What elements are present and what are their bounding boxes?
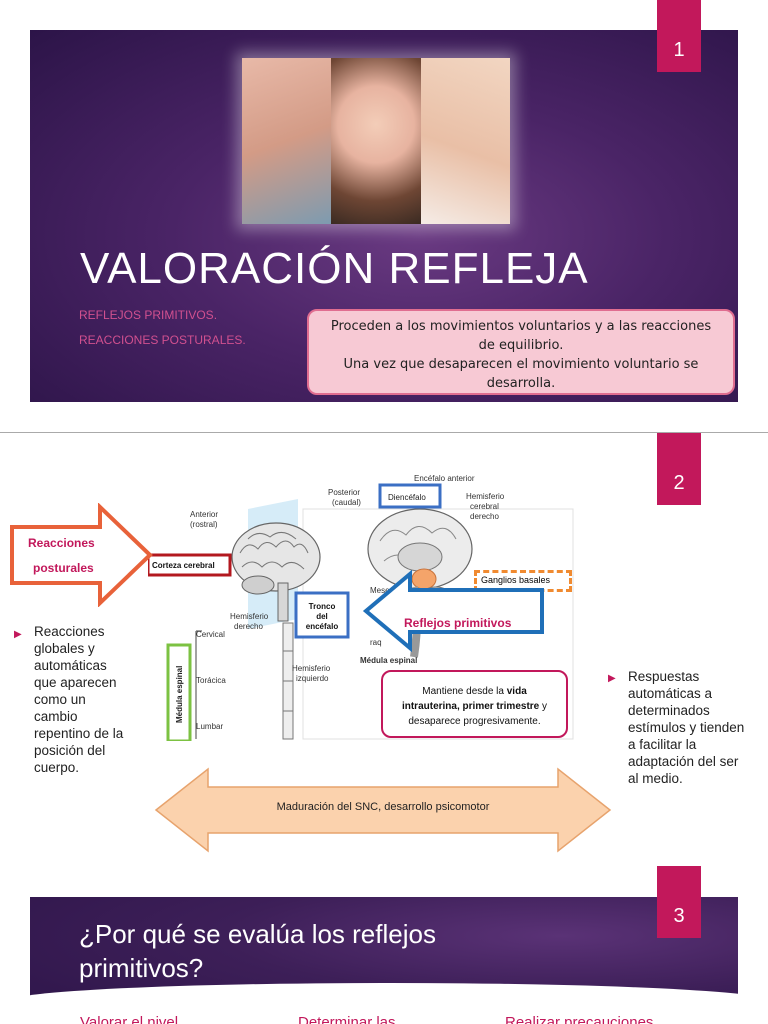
bullet-right-icon: ▶ [608,673,616,684]
label-toracica: Torácica [196,676,226,685]
page-number-3: 3 [657,866,701,938]
label-medula-espinal: Médula espinal [360,656,417,665]
photo-panel-hand-grasp [420,58,510,224]
photo-panel-baby-face [331,58,421,224]
mantiene-vida: vida [506,686,527,697]
label-rostral: (rostral) [190,520,218,529]
tronco-label-1: Tronco [309,602,336,611]
left-line: globales y [34,641,95,656]
left-line: automáticas [34,658,107,673]
slide-3: ¿Por qué se evalúa los reflejos primitiv… [30,897,738,1024]
tronco-label-3: encéfalo [306,622,339,631]
label-hemisferio-izq: Hemisferio [292,664,331,673]
subtitle-reacciones: REACCIONES POSTURALES. [79,333,246,347]
arrow-label-posturales: posturales [33,561,94,575]
brain-left [231,522,321,622]
slide-3-wave [30,983,738,1024]
right-line: determinados [628,703,710,718]
label-izquierdo: izquierdo [296,674,329,683]
label-hemisferio: Hemisferio [466,492,505,501]
mantiene-box: Mantiene desde la vida intrauterina, pri… [381,670,568,738]
label-encefalo-anterior: Encéfalo anterior [414,474,475,483]
left-line: repentino de la [34,726,124,741]
callout-line: Proceden a los movimientos voluntarios y… [330,319,712,334]
medula-green-box [166,643,192,741]
spine-bracket [195,630,202,739]
right-line: estímulos y tienden [628,720,745,735]
subtitle-reflejos: REFLEJOS PRIMITIVOS. [79,308,218,322]
medula-vertical-label: Médula espinal [175,666,184,723]
maduracion-double-arrow [154,767,612,853]
reacciones-posturales-arrow [10,503,153,607]
mantiene-line3: desaparece progresivamente. [408,716,541,727]
arrow-label-reacciones: Reacciones [28,536,95,550]
label-anterior: Anterior [190,510,218,519]
tronco-box [294,591,350,639]
page-number-2: 2 [657,433,701,505]
double-arrow-shape [154,767,612,853]
right-line: a facilitar la [628,737,697,752]
callout-line: desarrolla. [486,376,556,391]
slide-3-title-line-1: ¿Por qué se evalúa los reflejos [79,919,436,949]
left-bullet-text: Reacciones globales y automáticas que ap… [34,623,149,776]
label-cerebral: cerebral [470,502,499,511]
photo-panel-feet [242,58,332,224]
callout-box: Proceden a los movimientos voluntarios y… [307,309,735,395]
maduracion-label: Maduración del SNC, desarrollo psicomoto… [276,801,490,813]
right-line: adaptación del ser [628,754,739,769]
slide-1-title: VALORACIÓN REFLEJA [80,244,589,293]
slide-3-title: ¿Por qué se evalúa los reflejos primitiv… [79,917,539,985]
left-line: que aparecen [34,675,117,690]
fragment-valorar: Valorar el nivel [80,1014,179,1024]
diencefalo-label: Diencéfalo [388,493,426,502]
arrow-shape-orange [10,503,153,607]
baby-hands-photo [242,58,510,224]
corteza-box [148,553,232,577]
left-line: como un [34,692,86,707]
diencefalo-box [378,483,442,509]
left-line: posición del [34,743,106,758]
page-number-1: 1 [657,0,701,72]
arrow-shape-blue [362,570,544,652]
mantiene-bold: intrauterina, primer trimestre [401,701,540,712]
fragment-determinar: Determinar las [298,1014,396,1024]
bullet-left-icon: ▶ [14,629,22,640]
label-derecho-2: derecho [234,622,263,631]
right-line: automáticas a [628,686,713,701]
mantiene-tail: y [542,701,548,712]
left-line: Reacciones [34,624,105,639]
corteza-label: Corteza cerebral [152,561,215,570]
label-caudal: (caudal) [332,498,361,507]
slide-3-title-line-2: primitivos? [79,953,204,983]
slide-divider [0,432,768,433]
callout-line: Una vez que desaparecen el movimiento vo… [343,357,699,372]
label-lumbar: Lumbar [196,722,223,731]
tronco-label-2: del [316,612,328,621]
label-hemisferio-derecho: Hemisferio [230,612,269,621]
label-derecho: derecho [470,512,499,521]
label-posterior: Posterior [328,488,360,497]
right-bullet-text: Respuestas automáticas a determinados es… [628,668,768,787]
left-line: cuerpo. [34,760,80,775]
spine [282,622,294,740]
arrow-label-reflejos: Reflejos primitivos [404,616,512,630]
reflejos-primitivos-arrow [362,570,544,652]
fragment-realizar: Realizar precauciones [505,1014,654,1024]
right-line: Respuestas [628,669,700,684]
slide-1: VALORACIÓN REFLEJA REFLEJOS PRIMITIVOS. … [30,30,738,402]
slide-2: Médula espinal Encéfalo anterior Posteri… [0,433,768,863]
right-line: al medio. [628,771,683,786]
label-raq: raq [370,638,382,647]
label-cervical: Cervical [196,630,225,639]
callout-line: de equilibrio. [478,338,564,353]
left-line: cambio [34,709,78,724]
mantiene-pre: Mantiene desde la [422,686,504,697]
